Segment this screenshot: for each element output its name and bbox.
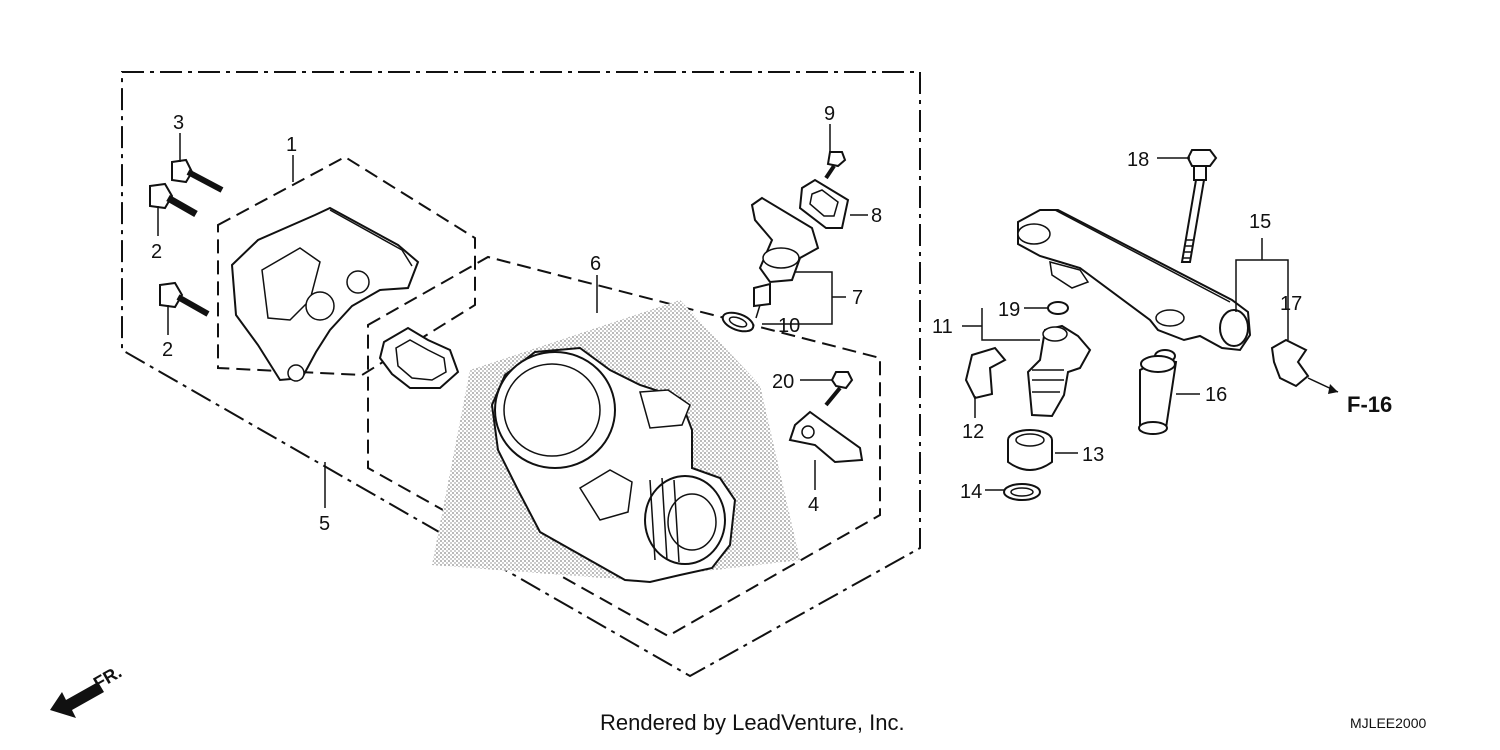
- part-12-clip[interactable]: [964, 346, 1007, 400]
- part-17-clip[interactable]: [1270, 338, 1310, 388]
- part-14-oring[interactable]: [1003, 483, 1041, 501]
- callout-4: 4: [808, 494, 819, 516]
- part-6-throttle-body[interactable]: [490, 346, 737, 584]
- credit-text: Rendered by LeadVenture, Inc.: [600, 710, 905, 735]
- callout-7: 7: [852, 287, 863, 309]
- gasket[interactable]: [378, 326, 460, 389]
- callout-15: 15: [1249, 211, 1271, 233]
- assembly-boundary-5: [121, 71, 921, 678]
- part-9-screw[interactable]: [824, 151, 847, 180]
- callout-17: 17: [1280, 293, 1302, 315]
- callout-13: 13: [1082, 444, 1104, 466]
- assembly-boundary-6: [367, 255, 881, 638]
- callout-19: 19: [998, 299, 1020, 321]
- front-arrow-icon: FR.: [50, 662, 125, 718]
- callout-8: 8: [871, 205, 882, 227]
- callout-6: 6: [590, 253, 601, 275]
- part-15-fuel-rail[interactable]: [1017, 209, 1252, 352]
- callout-3: 3: [173, 112, 184, 134]
- part-13-cushion[interactable]: [1007, 429, 1053, 471]
- part-19-seal[interactable]: [1047, 301, 1069, 315]
- callout-10: 10: [778, 315, 800, 337]
- assembly-boundary-1: [217, 155, 476, 377]
- part-1-housing[interactable]: [230, 206, 420, 382]
- callout-11: 11: [932, 316, 953, 338]
- callout-14: 14: [960, 481, 982, 503]
- callout-9: 9: [824, 103, 835, 125]
- callout-1: 1: [286, 134, 297, 156]
- callout-20: 20: [772, 371, 794, 393]
- part-20-bolt[interactable]: [824, 371, 854, 407]
- reference-label: F-16: [1347, 392, 1392, 417]
- part-8-gasket[interactable]: [798, 178, 850, 229]
- part-10-oring[interactable]: [720, 309, 756, 335]
- callout-2-lower: 2: [162, 339, 173, 361]
- part-16-sleeve[interactable]: [1138, 349, 1178, 435]
- part-3-bolt[interactable]: [171, 158, 224, 193]
- part-11-injector[interactable]: [1026, 324, 1092, 418]
- part-2-bolt-upper[interactable]: [149, 182, 198, 218]
- diagram-code: MJLEE2000: [1350, 715, 1427, 731]
- callout-5: 5: [319, 513, 330, 535]
- part-2-bolt-lower[interactable]: [159, 281, 210, 317]
- part-4-bracket[interactable]: [788, 410, 864, 464]
- callout-12: 12: [962, 421, 984, 443]
- part-7-sensor[interactable]: [750, 196, 820, 319]
- part-18-bolt[interactable]: [1180, 149, 1218, 263]
- callout-16: 16: [1205, 384, 1227, 406]
- callout-2-upper: 2: [151, 241, 162, 263]
- callout-18: 18: [1127, 149, 1149, 171]
- leader-lines: [157, 124, 1339, 508]
